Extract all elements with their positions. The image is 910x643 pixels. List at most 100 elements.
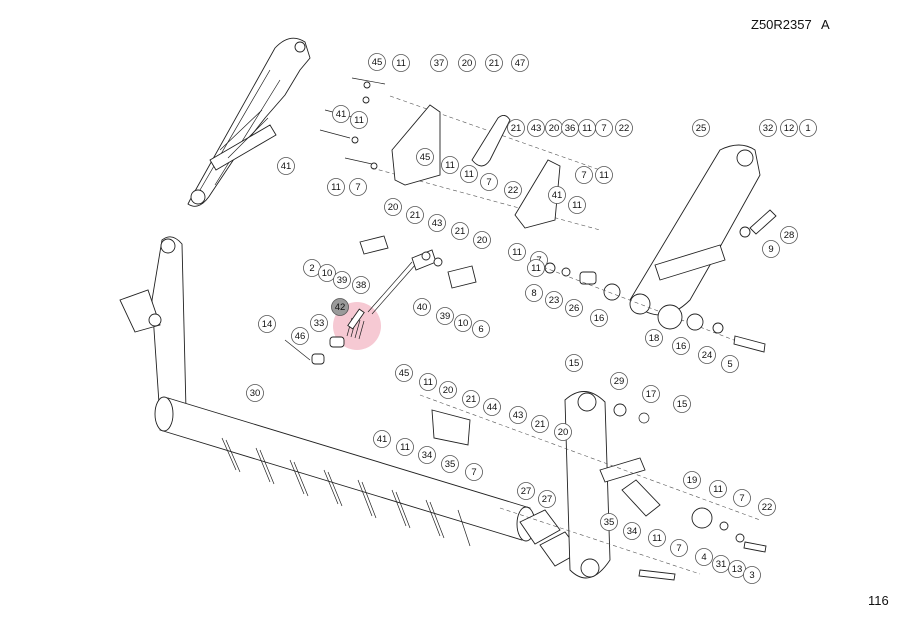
callout-bubble	[318, 264, 336, 282]
center-linkage	[359, 235, 477, 315]
callout-bubble	[595, 119, 613, 137]
callout-label: 43	[432, 218, 443, 229]
callout-35: 35	[441, 455, 459, 473]
callout-label: 15	[569, 358, 580, 369]
callout-bubble	[327, 178, 345, 196]
callout-bubble	[246, 384, 264, 402]
callout-label: 7	[676, 543, 681, 554]
callout-label: 31	[716, 559, 727, 570]
ring-15	[638, 412, 650, 424]
callout-20: 20	[439, 381, 457, 399]
callout-7: 7	[465, 463, 483, 481]
callout-41: 41	[373, 430, 391, 448]
callout-label: 10	[322, 268, 333, 279]
callout-bubble	[472, 320, 490, 338]
callout-label: 3	[749, 570, 754, 581]
callout-bubble	[416, 148, 434, 166]
nut-9	[739, 226, 751, 238]
callout-28: 28	[780, 226, 798, 244]
callout-11: 11	[419, 373, 437, 391]
callout-33: 33	[310, 314, 328, 332]
bearing-group-right	[657, 304, 766, 353]
callout-bubble	[623, 522, 641, 540]
callout-bubble	[600, 513, 618, 531]
callout-15: 15	[565, 354, 583, 372]
callout-11: 11	[327, 178, 345, 196]
callout-bubble	[672, 337, 690, 355]
callout-label: 32	[763, 123, 774, 134]
callout-bubble	[392, 54, 410, 72]
callout-39: 39	[436, 307, 454, 325]
callout-bubble	[554, 423, 572, 441]
callout-21: 21	[406, 206, 424, 224]
callout-label: 45	[420, 152, 431, 163]
callout-bubble	[396, 438, 414, 456]
callout-bubble	[349, 178, 367, 196]
callout-9: 9	[762, 240, 780, 258]
callout-label: 11	[396, 58, 406, 69]
callout-label: 11	[331, 182, 341, 193]
nut-31	[735, 533, 745, 543]
callout-bubble	[384, 198, 402, 216]
callout-45: 45	[416, 148, 434, 166]
callout-bubble	[331, 298, 349, 316]
callout-label: 37	[434, 58, 445, 69]
callout-label: 20	[443, 385, 454, 396]
callout-label: 27	[521, 486, 532, 497]
callout-label: 10	[458, 318, 469, 329]
callout-label: 39	[337, 275, 348, 286]
callout-label: 7	[471, 467, 476, 478]
callout-label: 22	[508, 185, 519, 196]
callout-bubble	[527, 119, 545, 137]
callout-42: 42	[331, 298, 349, 316]
bolt-4	[638, 569, 676, 581]
callout-11: 11	[441, 156, 459, 174]
callout-bubble	[648, 529, 666, 547]
callout-40: 40	[413, 298, 431, 316]
callout-bubble	[670, 539, 688, 557]
callout-label: 26	[569, 303, 580, 314]
callout-26: 26	[565, 299, 583, 317]
callout-27: 27	[538, 490, 556, 508]
callout-7: 7	[349, 178, 367, 196]
callout-label: 8	[531, 288, 536, 299]
callout-bubble	[712, 555, 730, 573]
callout-label: 33	[314, 318, 325, 329]
callout-bubble	[511, 54, 529, 72]
callout-bubble	[352, 276, 370, 294]
callout-label: 35	[445, 459, 456, 470]
callout-label: 11	[423, 377, 433, 388]
callout-43: 43	[509, 406, 527, 424]
callout-bubble	[413, 298, 431, 316]
callout-label: 45	[372, 57, 383, 68]
callout-label: 23	[549, 295, 560, 306]
callout-bubble	[458, 54, 476, 72]
callout-4: 4	[695, 548, 713, 566]
callout-19: 19	[683, 471, 701, 489]
callout-label: 20	[388, 202, 399, 213]
right-lever-25	[629, 144, 761, 316]
callout-41: 41	[332, 105, 350, 123]
callout-bubble	[485, 54, 503, 72]
upper-left-arm	[187, 37, 311, 207]
callout-11: 11	[508, 243, 526, 261]
callout-bubble	[595, 166, 613, 184]
callout-41: 41	[548, 186, 566, 204]
callout-20: 20	[473, 231, 491, 249]
callout-bubble	[332, 105, 350, 123]
callout-label: 12	[784, 123, 795, 134]
callout-bubble	[683, 471, 701, 489]
page-number: 116	[868, 593, 889, 608]
callout-6: 6	[472, 320, 490, 338]
callout-label: 30	[250, 388, 261, 399]
callout-20: 20	[554, 423, 572, 441]
callout-label: 41	[377, 434, 388, 445]
callout-label: 43	[531, 123, 542, 134]
callout-29: 29	[610, 372, 628, 390]
callout-label: 11	[512, 247, 522, 258]
callout-label: 21	[455, 226, 466, 237]
callout-bubble	[548, 186, 566, 204]
callout-bubble	[733, 489, 751, 507]
